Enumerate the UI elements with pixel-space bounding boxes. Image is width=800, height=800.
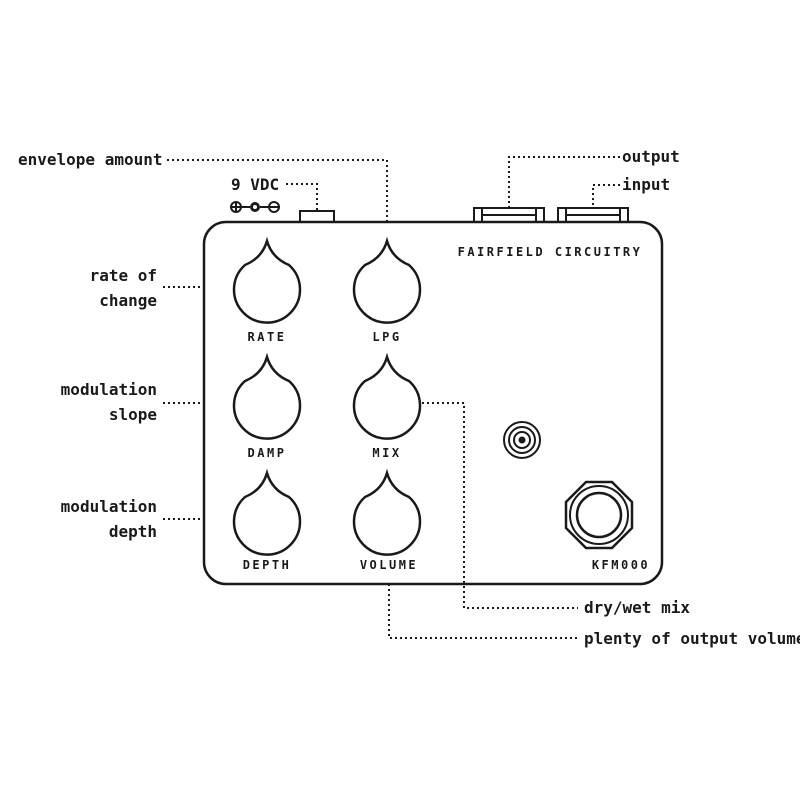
power-jack xyxy=(299,210,335,223)
knob-label-mix: MIX xyxy=(372,446,401,460)
leader-input xyxy=(592,184,620,208)
knob-label-rate: RATE xyxy=(248,330,287,344)
knob-label-lpg: LPG xyxy=(372,330,401,344)
annotation-input: input xyxy=(622,175,670,194)
annotation-rate-line2: change xyxy=(99,291,157,310)
knob-label-damp: DAMP xyxy=(248,446,287,460)
annotation-drywet: dry/wet mix xyxy=(584,598,690,617)
input-jack xyxy=(557,207,629,223)
knob-volume xyxy=(352,468,422,556)
annotation-depth-line2: depth xyxy=(109,522,157,541)
model-label: KFM000 xyxy=(592,558,650,572)
leader-drywet xyxy=(422,402,578,609)
output-jack xyxy=(473,207,545,223)
annotation-volume-out: plenty of output volume xyxy=(584,629,800,648)
knob-damp xyxy=(232,352,302,440)
footswitch xyxy=(564,480,634,550)
knob-depth xyxy=(232,468,302,556)
annotation-output: output xyxy=(622,147,680,166)
leader-envelope-amount xyxy=(167,159,388,222)
leader-power xyxy=(286,183,318,211)
leader-volume-out xyxy=(388,584,578,639)
annotation-rate-line1: rate of xyxy=(90,266,157,285)
brand-label: FAIRFIELD CIRCUITRY xyxy=(458,245,643,259)
annotation-depth-line1: modulation xyxy=(61,497,157,516)
leader-output xyxy=(508,156,620,208)
annotation-slope-line2: slope xyxy=(109,405,157,424)
knob-rate xyxy=(232,236,302,324)
annotation-envelope-amount: envelope amount xyxy=(18,150,163,169)
knob-label-volume: VOLUME xyxy=(360,558,418,572)
knob-label-depth: DEPTH xyxy=(243,558,292,572)
knob-lpg xyxy=(352,236,422,324)
knob-mix xyxy=(352,352,422,440)
annotation-slope-line1: modulation xyxy=(61,380,157,399)
led-indicator xyxy=(503,421,541,459)
annotation-power: 9 VDC xyxy=(231,175,279,194)
polarity-symbol xyxy=(230,201,280,213)
